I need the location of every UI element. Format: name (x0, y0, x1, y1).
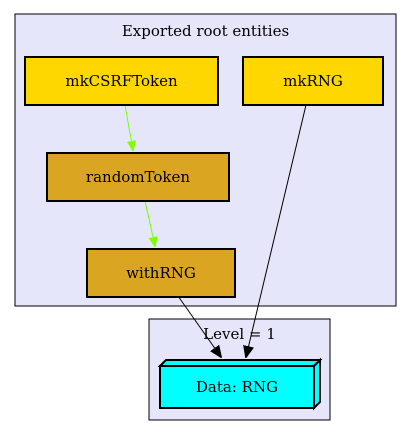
node-withrng[interactable]: withRNG (86, 248, 236, 298)
node-data-rng-label: Data: RNG (196, 378, 278, 396)
node-data-rng-top (157, 359, 323, 367)
cluster-exported-label: Exported root entities (122, 22, 289, 40)
node-mkrng-box[interactable] (242, 56, 384, 106)
node-data-rng-side (313, 357, 321, 411)
node-withrng-box[interactable] (86, 248, 236, 298)
node-data-rng[interactable]: Data: RNG (157, 357, 323, 411)
edge-randomtoken-to-withrng (144, 200, 155, 246)
node-randomtoken[interactable]: randomToken (46, 152, 230, 202)
edge-mkcsrftoken-to-randomtoken (124, 104, 133, 150)
node-mkrng-label: mkRNG (283, 72, 343, 90)
edge-withrng-to-data-rng (177, 295, 221, 357)
node-data-rng-front[interactable] (159, 365, 315, 409)
edges (124, 104, 307, 357)
node-randomtoken-box[interactable] (46, 152, 230, 202)
node-randomtoken-label: randomToken (86, 168, 190, 186)
node-mkcsrftoken-box[interactable] (24, 56, 219, 106)
node-mkrng[interactable]: mkRNG (242, 56, 384, 106)
edge-mkrng-to-data-rng (246, 104, 307, 357)
node-withrng-label: withRNG (126, 264, 196, 282)
node-mkcsrftoken[interactable]: mkCSRFToken (24, 56, 219, 106)
cluster-level-label: Level = 1 (203, 325, 276, 343)
node-mkcsrftoken-label: mkCSRFToken (65, 72, 178, 90)
